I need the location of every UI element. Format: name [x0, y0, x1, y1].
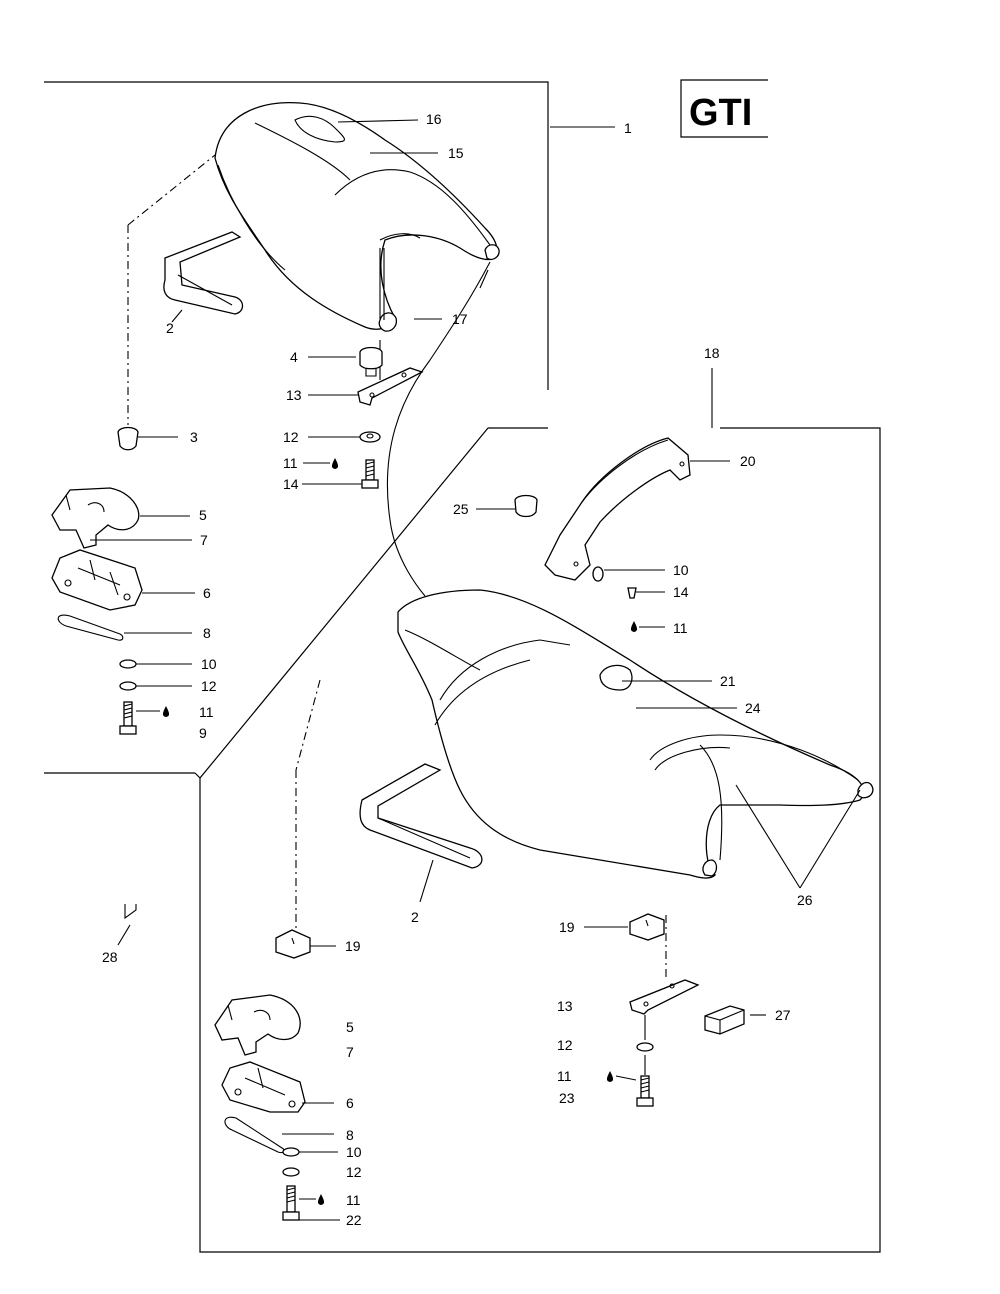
label-2a: 2: [166, 320, 174, 336]
label-9: 9: [199, 725, 207, 741]
washer-part-12d: [636, 1042, 654, 1052]
label-8a: 8: [203, 625, 211, 641]
part-labels: 1 16 15 17 2 4 13 12 11 14 3 5 7 6 8 10 …: [102, 111, 813, 1228]
label-6b: 6: [346, 1095, 354, 1111]
label-8b: 8: [346, 1127, 354, 1143]
label-23: 23: [559, 1090, 575, 1106]
front-seat-part: [214, 101, 500, 332]
bolt-part-23: [636, 1075, 654, 1107]
oil-drop-icon: [303, 458, 339, 469]
latch-part-5b: [214, 994, 301, 1056]
clip-part-8a: [57, 614, 124, 641]
label-13b: 13: [557, 998, 573, 1014]
seat-bracket-rear: [359, 763, 483, 869]
bumper-part-25: [514, 494, 538, 518]
label-20: 20: [740, 453, 756, 469]
label-17: 17: [452, 311, 468, 327]
grab-handle-part-20: [544, 437, 691, 581]
washer-part-12c: [282, 1167, 300, 1177]
label-13a: 13: [286, 387, 302, 403]
seat-bracket-front: [163, 231, 244, 315]
oil-drop-icon: [136, 706, 170, 717]
label-18: 18: [704, 345, 720, 361]
label-27: 27: [775, 1007, 791, 1023]
front-seat-frame: [44, 81, 549, 774]
rear-seat-frame: [194, 427, 881, 1253]
bolt-part-9: [119, 701, 137, 735]
label-10b: 10: [673, 562, 689, 578]
label-19a: 19: [345, 938, 361, 954]
bolt-part-14a: [361, 459, 379, 489]
leader-lines: [90, 119, 861, 1221]
label-1: 1: [624, 120, 632, 136]
label-25: 25: [453, 501, 469, 517]
pad-part-19a: [275, 929, 311, 959]
label-28: 28: [102, 949, 118, 965]
label-7b: 7: [346, 1044, 354, 1060]
oil-drop-icon: [299, 1194, 325, 1205]
label-24: 24: [745, 700, 761, 716]
label-12d: 12: [557, 1037, 573, 1053]
label-10c: 10: [346, 1144, 362, 1160]
oil-drop-icon: [630, 621, 665, 632]
plate-part-13a: [357, 367, 424, 406]
bumper-part-4: [359, 346, 383, 377]
label-11c: 11: [673, 620, 688, 636]
washer-part-10a: [119, 659, 137, 669]
label-12c: 12: [346, 1164, 362, 1180]
label-26: 26: [797, 892, 813, 908]
label-12a: 12: [283, 429, 299, 445]
rear-seat-part: [397, 589, 874, 879]
washer-part-12b: [119, 681, 137, 691]
label-16: 16: [426, 111, 442, 127]
label-7a: 7: [200, 532, 208, 548]
latch-part-5a: [51, 487, 140, 549]
label-6a: 6: [203, 585, 211, 601]
washer-part-10c: [282, 1147, 300, 1157]
latch-base-part-6a: [51, 549, 143, 611]
washer-part-10b: [592, 566, 604, 582]
label-3: 3: [190, 429, 198, 445]
label-11e: 11: [557, 1068, 572, 1084]
model-badge: GTI: [680, 79, 768, 138]
label-10a: 10: [201, 656, 217, 672]
label-22: 22: [346, 1212, 362, 1228]
model-badge-text: GTI: [689, 92, 752, 134]
label-11a: 11: [283, 455, 298, 471]
label-5a: 5: [199, 507, 207, 523]
label-5b: 5: [346, 1019, 354, 1035]
clip-part-8b: [224, 1116, 285, 1154]
plate-part-13b: [629, 979, 700, 1015]
label-12b: 12: [201, 678, 217, 694]
bumper-part-3: [117, 426, 139, 451]
oil-drop-icon: [606, 1071, 637, 1082]
latch-base-part-6b: [221, 1061, 306, 1113]
bolt-part-22: [282, 1185, 300, 1221]
label-14a: 14: [283, 476, 299, 492]
label-15: 15: [448, 145, 464, 161]
block-part-27: [704, 1005, 745, 1035]
label-11d: 11: [346, 1192, 361, 1208]
label-4: 4: [290, 349, 298, 365]
washer-part-12a: [359, 431, 381, 443]
label-14b: 14: [673, 584, 689, 600]
screw-part-14b: [627, 587, 637, 599]
pad-part-19b: [629, 913, 665, 941]
label-19b: 19: [559, 919, 575, 935]
label-11b: 11: [199, 704, 214, 720]
label-2b: 2: [411, 909, 419, 925]
hook-part-28: [124, 904, 137, 920]
label-21: 21: [720, 673, 736, 689]
